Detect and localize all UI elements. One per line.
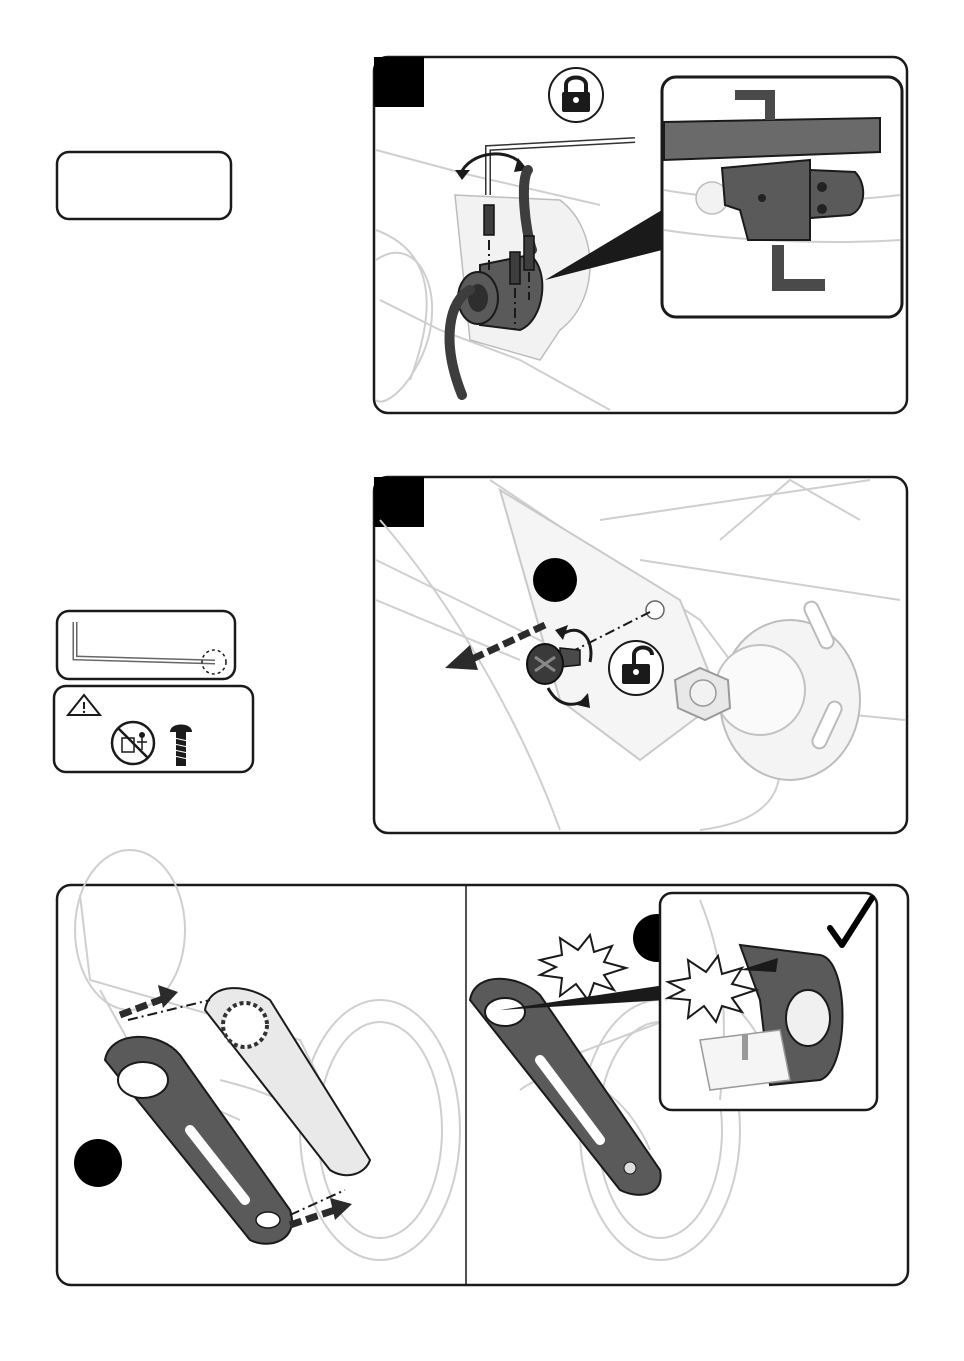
do-not-discard-icon <box>112 722 154 764</box>
padlock-closed-icon <box>549 68 603 122</box>
step-1-panel <box>374 57 907 413</box>
step-number-badge <box>374 477 424 527</box>
zoom-inset-chainguard <box>660 893 877 1110</box>
sub-step-badge <box>74 1139 122 1187</box>
zoom-inset-bracket <box>662 77 902 317</box>
step-number-badge <box>374 57 424 107</box>
padlock-open-icon <box>609 641 663 695</box>
warning-box <box>54 686 253 772</box>
step-2-panel <box>374 477 907 833</box>
sub-step-badge <box>533 558 577 602</box>
tool-box-allen-key-1 <box>57 152 231 219</box>
tool-box-allen-key-2 <box>57 611 235 679</box>
step-3-panel <box>57 850 908 1285</box>
